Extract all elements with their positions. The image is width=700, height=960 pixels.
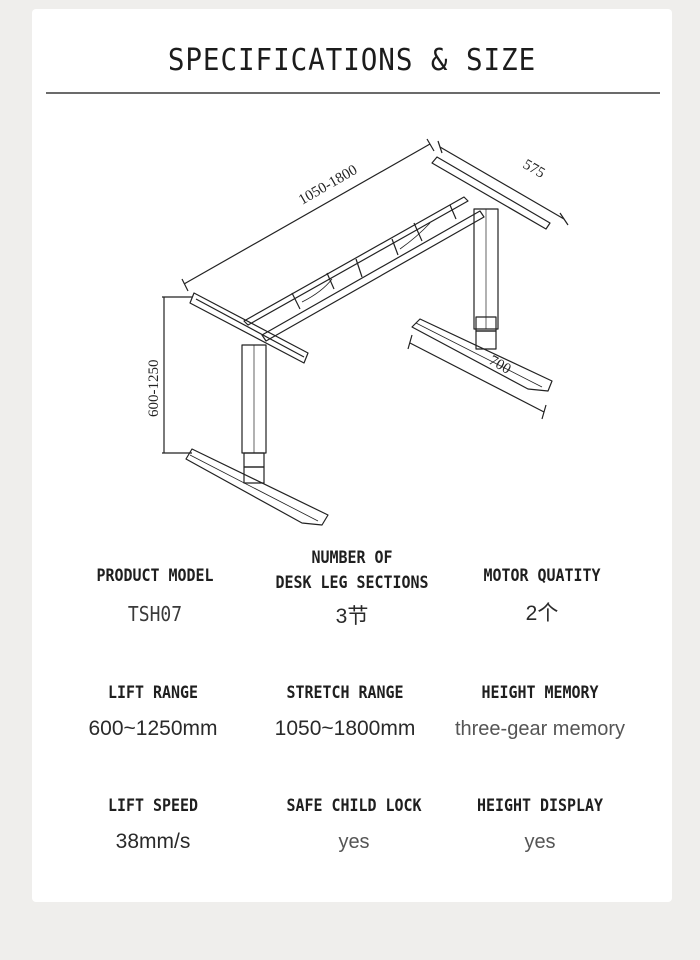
spec-label: SAFE CHILD LOCK [286, 796, 422, 816]
spec-product-model: PRODUCT MODEL TSH07 [55, 565, 255, 627]
spec-motor-quantity: MOTOR QUATITY 2个 [442, 565, 642, 627]
desk-frame-diagram: 1050-1800 575 700 600-1250 [132, 127, 592, 537]
height-dimension-label: 600-1250 [146, 360, 162, 418]
spec-value: 2个 [525, 602, 559, 625]
spec-card: SPECIFICATIONS & SIZE [32, 9, 672, 902]
spec-label: STRETCH RANGE [286, 683, 404, 703]
spec-height-display: HEIGHT DISPLAY yes [440, 795, 640, 855]
spec-label: PRODUCT MODEL [96, 566, 214, 586]
page-title: SPECIFICATIONS & SIZE [167, 43, 537, 78]
spec-leg-sections: NUMBER OF DESK LEG SECTIONS 3节 [252, 547, 452, 630]
spec-label: LIFT RANGE [107, 683, 199, 703]
spec-label: HEIGHT DISPLAY [476, 796, 604, 816]
spec-value: 600~1250mm [88, 717, 218, 740]
spec-value: 1050~1800mm [274, 717, 416, 740]
spec-label: HEIGHT MEMORY [481, 683, 599, 703]
spec-label-line1: NUMBER OF [311, 548, 393, 568]
spec-label-line2: DESK LEG SECTIONS [275, 573, 429, 593]
spec-safe-child-lock: SAFE CHILD LOCK yes [254, 795, 454, 855]
desk-frame-drawing: 1050-1800 575 700 600-1250 [146, 138, 569, 526]
spec-value: TSH07 [127, 602, 183, 626]
spec-value: yes [338, 831, 370, 853]
spec-value: yes [524, 831, 556, 853]
spec-lift-range: LIFT RANGE 600~1250mm [53, 682, 253, 742]
spec-label: LIFT SPEED [107, 796, 199, 816]
spec-value: 3节 [335, 605, 369, 628]
spec-value: 38mm/s [115, 830, 191, 853]
title-divider [46, 92, 660, 94]
spec-height-memory: HEIGHT MEMORY three-gear memory [440, 682, 640, 742]
spec-grid: PRODUCT MODEL TSH07 NUMBER OF DESK LEG S… [32, 9, 672, 902]
spec-lift-speed: LIFT SPEED 38mm/s [53, 795, 253, 855]
spec-value: three-gear memory [454, 718, 626, 740]
spec-stretch-range: STRETCH RANGE 1050~1800mm [245, 682, 445, 742]
spec-label: MOTOR QUATITY [483, 566, 601, 586]
